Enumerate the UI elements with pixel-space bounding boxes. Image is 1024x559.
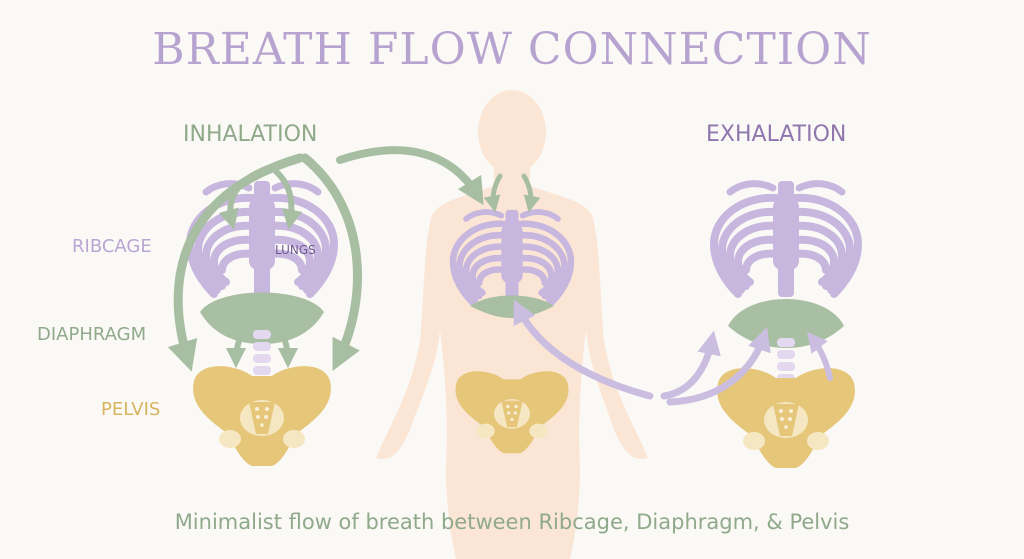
inhalation-figure bbox=[190, 181, 334, 466]
inhalation-spine bbox=[253, 330, 271, 375]
inhale-arrow-lower-left bbox=[225, 329, 247, 369]
pelvis-label: PELVIS bbox=[101, 399, 161, 420]
inhale-arrow-inner-right bbox=[269, 165, 303, 231]
inhale-arrow-inner-left bbox=[218, 165, 271, 230]
inhale-arrow-to-center bbox=[336, 146, 484, 206]
exhalation-figure bbox=[714, 181, 858, 468]
inhalation-label: INHALATION bbox=[183, 122, 318, 147]
exhale-arrow-up-mid bbox=[666, 326, 771, 406]
diaphragm-label: DIAPHRAGM bbox=[37, 324, 147, 345]
inhalation-diaphragm bbox=[200, 292, 324, 344]
exhalation-spine bbox=[777, 338, 795, 383]
inhale-arrow-lower-right bbox=[277, 329, 299, 369]
inhale-arrow-neck-left bbox=[483, 173, 503, 213]
inhale-arrow-neck-right bbox=[521, 173, 541, 213]
inhale-arrow-outer-right bbox=[300, 153, 362, 371]
exhale-arrow-to-center bbox=[513, 299, 654, 400]
diagram-title: BREATH FLOW CONNECTION bbox=[152, 24, 872, 75]
exhalation-arrows bbox=[513, 299, 833, 406]
exhalation-label: EXHALATION bbox=[706, 122, 847, 147]
lungs-label: LUNGS bbox=[275, 243, 316, 257]
body-silhouette bbox=[376, 90, 648, 559]
ribcage-label: RIBCAGE bbox=[72, 236, 152, 257]
exhale-arrow-up-right bbox=[806, 331, 833, 381]
inhalation-ribcage bbox=[190, 181, 334, 297]
exhalation-pelvis bbox=[717, 368, 855, 468]
diagram-caption: Minimalist flow of breath between Ribcag… bbox=[174, 510, 850, 534]
inhalation-pelvis bbox=[193, 366, 331, 466]
exhalation-ribcage bbox=[714, 181, 858, 297]
inhalation-arrows bbox=[167, 146, 541, 372]
exhale-arrow-up-left bbox=[660, 330, 721, 400]
